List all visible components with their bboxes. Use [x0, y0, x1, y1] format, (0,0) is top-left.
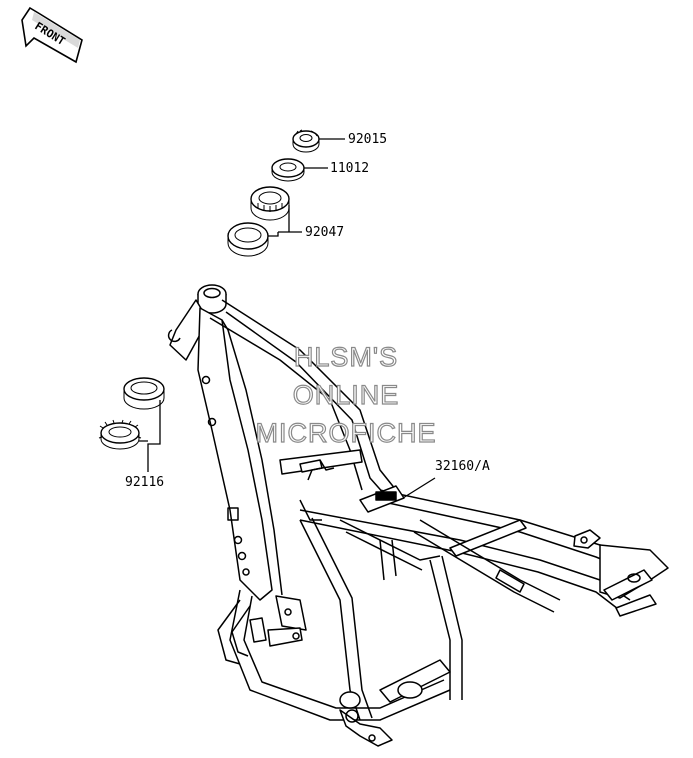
label-11012: 11012	[330, 161, 369, 176]
lower-bearing-race	[123, 377, 165, 410]
label-92116: 92116	[125, 475, 164, 490]
frame	[167, 284, 669, 747]
watermark-line-1: HLSM'S	[294, 342, 398, 372]
upper-bearing	[250, 186, 290, 221]
watermark-line-2: ONLINE	[293, 380, 400, 410]
label-32160-a: 32160/A	[435, 459, 490, 474]
washer	[271, 158, 305, 182]
front-arrow-icon: FRONT	[21, 6, 83, 64]
upper-bearing-race	[227, 222, 269, 257]
label-92015: 92015	[348, 132, 387, 147]
watermark: HLSM'S ONLINE MICROFICHE	[255, 341, 437, 448]
lower-bearing	[98, 419, 142, 450]
steering-stem-nut	[292, 129, 320, 153]
label-92047: 92047	[305, 225, 344, 240]
watermark-line-3: MICROFICHE	[256, 418, 437, 448]
